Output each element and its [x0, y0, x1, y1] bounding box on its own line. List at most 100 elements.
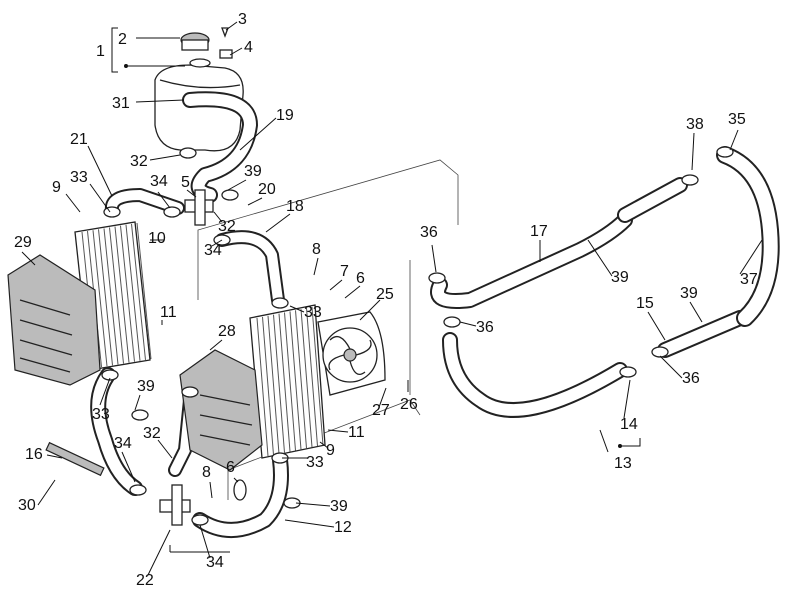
leader-line — [377, 387, 387, 411]
leader-line — [587, 239, 613, 277]
callout-number: 20 — [258, 181, 276, 198]
hose-clamp — [129, 484, 147, 496]
callout-number: 27 — [372, 402, 390, 419]
leader-line — [739, 239, 763, 275]
callout-number: 33 — [92, 406, 110, 423]
callout-number: 8 — [312, 241, 321, 258]
callout-18: 18 — [265, 198, 304, 233]
hose-clamp — [221, 189, 239, 201]
callout-number: 36 — [682, 370, 700, 387]
callout-2: 2 — [118, 31, 180, 48]
leader-line — [239, 117, 277, 151]
callout-number: 39 — [680, 285, 698, 302]
leader-line — [689, 301, 703, 323]
callout-32: 32 — [143, 425, 173, 459]
callout-number: 2 — [118, 31, 127, 48]
hose-clamp — [181, 386, 199, 398]
callout-number: 38 — [686, 116, 704, 133]
callout-28: 28 — [209, 323, 236, 351]
callout-32: 32 — [130, 153, 181, 170]
callout-number: 34 — [114, 435, 132, 452]
leader-line — [319, 441, 329, 449]
leader-line — [295, 502, 331, 507]
callout-number: 39 — [611, 269, 629, 286]
callout-36: 36 — [420, 224, 438, 273]
fitting-bolt — [233, 479, 247, 501]
callout-14: 14 — [620, 379, 638, 433]
leader-line — [65, 193, 81, 213]
callout-11: 11 — [160, 304, 177, 325]
hose-clamp — [619, 366, 637, 378]
bracket — [111, 27, 118, 73]
callout-34: 34 — [114, 435, 136, 483]
leader-line — [37, 479, 56, 506]
callout-number: 28 — [218, 323, 236, 340]
callout-16: 16 — [25, 446, 63, 463]
callout-number: 31 — [112, 95, 130, 112]
callout-22: 22 — [136, 529, 171, 589]
leader-line — [135, 99, 185, 103]
callout-number: 33 — [70, 169, 88, 186]
callout-17: 17 — [530, 223, 548, 262]
callout-number: 12 — [334, 519, 352, 536]
hoses — [45, 91, 780, 538]
leader-line — [46, 454, 63, 459]
callout-number: 11 — [160, 304, 177, 321]
callout-33: 33 — [289, 304, 322, 321]
leader-line — [327, 429, 349, 433]
leader-line — [265, 213, 291, 233]
callout-number: 26 — [400, 396, 418, 413]
leader-line — [329, 279, 343, 291]
leader-line — [359, 299, 381, 321]
callout-35: 35 — [728, 111, 746, 151]
nut — [219, 49, 233, 59]
callout-number: 36 — [476, 319, 494, 336]
leader-line — [289, 305, 305, 313]
callout-27: 27 — [372, 387, 390, 419]
callout-39: 39 — [134, 378, 155, 411]
radiator-cover-right — [179, 349, 263, 471]
foam-strip — [45, 441, 105, 477]
callout-number: 10 — [148, 230, 166, 247]
callout-5: 5 — [181, 174, 197, 198]
leader-line — [227, 179, 247, 191]
callout-number: 29 — [14, 234, 32, 251]
leader-line — [344, 285, 361, 299]
callout-number: 35 — [728, 111, 746, 128]
callout-number: 22 — [136, 572, 154, 589]
leader-line — [211, 239, 223, 247]
callout-number: 19 — [276, 107, 294, 124]
leader-line — [313, 257, 319, 276]
hose-clamp — [443, 316, 461, 328]
callout-8: 8 — [312, 241, 321, 276]
callout-number: 16 — [25, 446, 43, 463]
cooling-fan — [317, 311, 386, 396]
callout-34: 34 — [150, 173, 171, 209]
leader-line — [121, 451, 136, 483]
leader-line — [729, 129, 739, 151]
callout-number: 33 — [304, 304, 322, 321]
callout-34: 34 — [204, 239, 223, 259]
leader-line — [284, 519, 335, 528]
leader-line — [623, 379, 631, 419]
leader-line — [87, 145, 113, 197]
hose-clamp — [131, 409, 149, 421]
callout-30: 30 — [18, 479, 56, 514]
t-fittings — [159, 189, 247, 526]
callout-number: 39 — [244, 163, 262, 180]
callout-25: 25 — [359, 286, 394, 321]
callout-number: 32 — [130, 153, 148, 170]
hose-clamp — [163, 206, 181, 218]
leader-line — [209, 481, 213, 499]
callout-number: 25 — [376, 286, 394, 303]
hose-clamp — [101, 369, 119, 381]
expansion-tank — [154, 27, 244, 152]
callout-number: 18 — [286, 198, 304, 215]
callout-number: 32 — [218, 218, 236, 235]
radiator-cover-left — [7, 254, 101, 386]
callout-number: 6 — [226, 459, 235, 476]
hose-clamps — [101, 146, 734, 526]
callout-39: 39 — [587, 239, 629, 286]
callout-4: 4 — [229, 39, 253, 56]
